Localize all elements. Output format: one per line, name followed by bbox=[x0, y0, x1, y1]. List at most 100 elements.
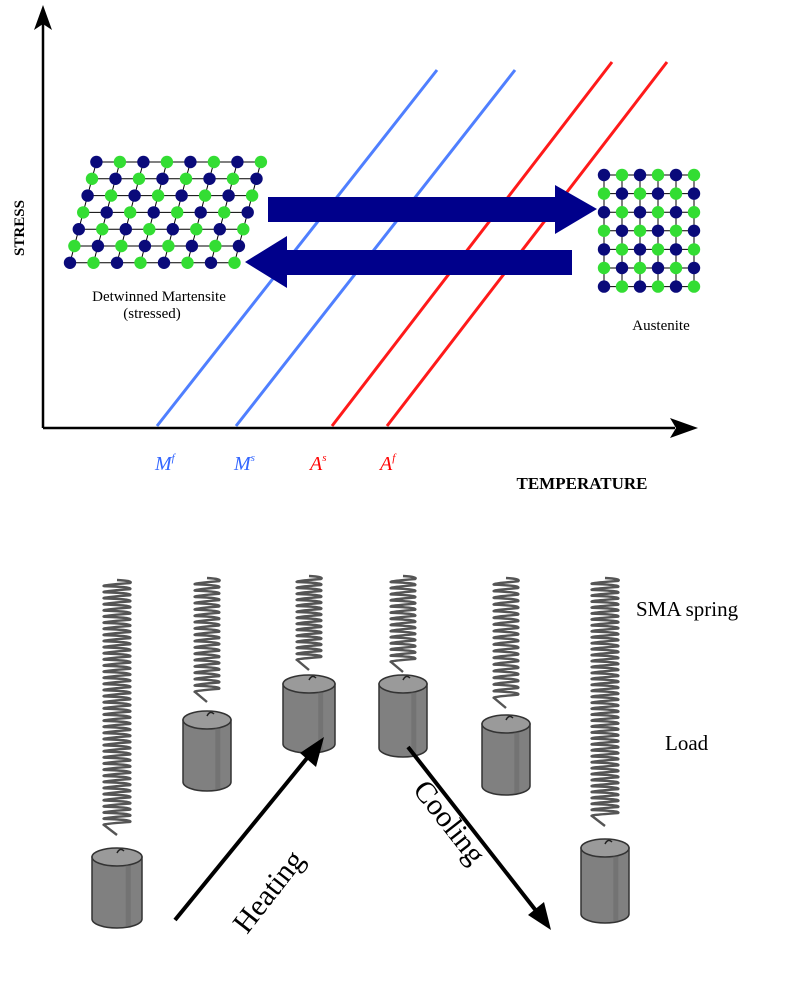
atom-dark bbox=[203, 172, 216, 185]
atom-light bbox=[615, 243, 629, 256]
atom-light bbox=[143, 223, 156, 236]
cooling-label: Cooling bbox=[406, 774, 492, 871]
atom-light bbox=[104, 189, 118, 202]
atom-light bbox=[226, 172, 240, 185]
atom-dark bbox=[137, 155, 150, 169]
atom-light bbox=[171, 206, 184, 219]
atom-light bbox=[669, 261, 683, 275]
atom-light bbox=[633, 224, 647, 237]
atom-dark bbox=[633, 206, 647, 219]
heating-arrowhead-icon bbox=[300, 737, 324, 767]
atom-light bbox=[160, 155, 174, 169]
austenite-start-line bbox=[330, 61, 614, 427]
sma-spring bbox=[389, 574, 417, 673]
atom-dark bbox=[157, 256, 171, 269]
transition-marker: Mf bbox=[154, 452, 177, 475]
atom-light bbox=[96, 223, 109, 236]
svg-text:Af: Af bbox=[378, 452, 397, 475]
y-axis-arrowhead-icon bbox=[34, 5, 52, 30]
temperature-axis bbox=[43, 418, 698, 438]
atom-dark bbox=[651, 261, 665, 275]
atom-light bbox=[113, 155, 127, 169]
stress-axis bbox=[34, 5, 52, 428]
atom-dark bbox=[110, 256, 124, 269]
atom-dark bbox=[597, 168, 611, 182]
atom-dark bbox=[72, 223, 86, 236]
heating-arrow bbox=[173, 737, 324, 922]
atom-dark bbox=[109, 172, 122, 185]
atom-dark bbox=[91, 239, 105, 253]
atom-dark bbox=[597, 280, 611, 293]
atom-dark bbox=[138, 239, 152, 253]
atom-dark bbox=[63, 256, 77, 269]
spring-sequence bbox=[91, 574, 630, 929]
atom-dark bbox=[615, 187, 629, 200]
atom-dark bbox=[633, 280, 647, 293]
atom-light bbox=[85, 172, 99, 185]
atom-light bbox=[207, 155, 221, 169]
atom-light bbox=[151, 189, 165, 202]
atom-light bbox=[228, 256, 241, 269]
sma-spring bbox=[193, 576, 221, 703]
atom-dark bbox=[213, 223, 226, 236]
atom-dark bbox=[633, 168, 647, 182]
austenite-label: Austenite bbox=[632, 318, 690, 334]
atom-light bbox=[615, 280, 629, 293]
atom-dark bbox=[81, 189, 94, 202]
sma-spring bbox=[295, 574, 323, 671]
atom-light bbox=[687, 243, 701, 256]
atom-light bbox=[179, 172, 193, 185]
atom-light bbox=[597, 261, 611, 275]
load-weight bbox=[91, 847, 143, 929]
load-weight bbox=[182, 710, 232, 792]
sma-spring-label: SMA spring bbox=[636, 597, 739, 621]
atom-dark bbox=[119, 223, 132, 236]
load-weight bbox=[282, 674, 336, 754]
transition-marker: Ms bbox=[233, 452, 255, 475]
atom-dark bbox=[687, 224, 701, 237]
martensite-label-stressed: (stressed) bbox=[123, 306, 180, 322]
martensite-finish-line bbox=[155, 69, 439, 427]
transition-lines bbox=[155, 61, 669, 427]
atom-light bbox=[651, 243, 665, 256]
sma-spring bbox=[590, 576, 620, 827]
atom-dark bbox=[232, 239, 246, 253]
atom-dark bbox=[100, 206, 113, 219]
atom-light bbox=[245, 189, 259, 202]
atom-dark bbox=[175, 189, 188, 202]
atom-dark bbox=[204, 256, 218, 269]
atom-dark bbox=[231, 155, 244, 169]
svg-text:As: As bbox=[308, 452, 327, 475]
atom-light bbox=[254, 155, 268, 169]
transition-marker: As bbox=[308, 452, 327, 475]
atom-dark bbox=[669, 243, 683, 256]
atom-dark bbox=[90, 155, 103, 169]
atom-dark bbox=[166, 223, 179, 236]
heating-label: Heating bbox=[227, 844, 311, 939]
atom-dark bbox=[184, 155, 197, 169]
atom-dark bbox=[633, 243, 647, 256]
atom-light bbox=[124, 206, 137, 219]
martensite-start-line bbox=[234, 69, 517, 427]
atom-light bbox=[687, 206, 701, 219]
atom-light bbox=[615, 206, 629, 219]
atom-dark bbox=[651, 187, 665, 200]
stress-axis-label: STRESS bbox=[12, 200, 28, 256]
atom-light bbox=[669, 224, 683, 237]
cooling-arrowhead-icon bbox=[528, 902, 551, 930]
load-weight bbox=[378, 674, 428, 758]
austenite-lattice bbox=[597, 168, 701, 293]
svg-text:Mf: Mf bbox=[154, 452, 177, 475]
atom-light bbox=[68, 239, 81, 253]
martensite-lattice bbox=[63, 155, 268, 269]
atom-light bbox=[115, 239, 128, 253]
atom-dark bbox=[687, 261, 701, 275]
cooling-arrow bbox=[406, 745, 551, 930]
atom-light bbox=[687, 280, 701, 293]
atom-dark bbox=[194, 206, 207, 219]
atom-light bbox=[132, 172, 146, 185]
atom-dark bbox=[128, 189, 141, 202]
atom-light bbox=[615, 168, 629, 182]
